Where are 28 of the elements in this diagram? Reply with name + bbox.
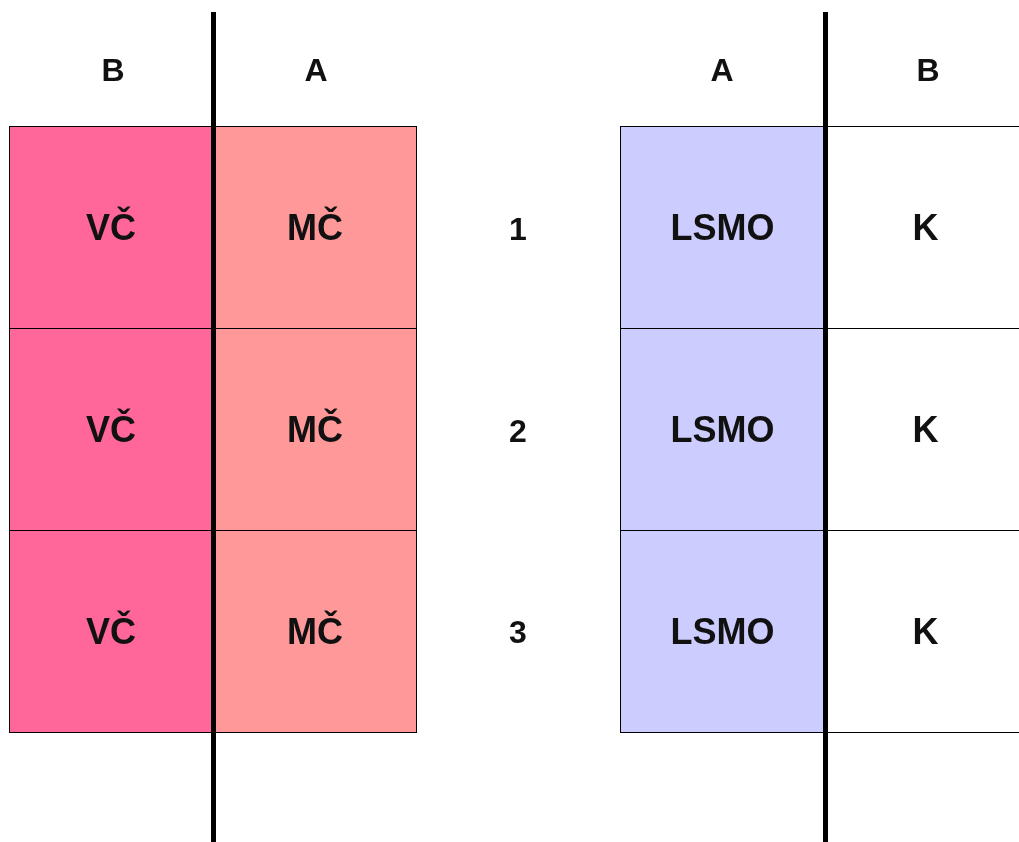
column-header: B [916,51,940,89]
table-cell [620,530,825,733]
cell-text: MČ [287,206,343,249]
row-number: 2 [509,412,527,450]
cell-text: LSMO [670,408,775,451]
cell-text: K [912,408,939,451]
cell-text: K [912,206,939,249]
cell-text: LSMO [670,206,775,249]
cell-text: MČ [287,610,343,653]
table-cell [9,328,213,531]
column-header: A [304,51,328,89]
cell-text: VČ [86,408,136,451]
column-header: A [710,51,734,89]
row-number: 3 [509,613,527,651]
cell-text: K [912,610,939,653]
table-cell [213,126,417,329]
row-number: 1 [509,210,527,248]
table-cell [213,328,417,531]
cell-text: VČ [86,206,136,249]
table-cell [9,126,213,329]
table-cell [213,530,417,733]
table-cell [620,328,825,531]
table-cell [620,126,825,329]
cell-text: LSMO [670,610,775,653]
cell-text: VČ [86,610,136,653]
column-header: B [101,51,125,89]
table-cell [9,530,213,733]
cell-text: MČ [287,408,343,451]
